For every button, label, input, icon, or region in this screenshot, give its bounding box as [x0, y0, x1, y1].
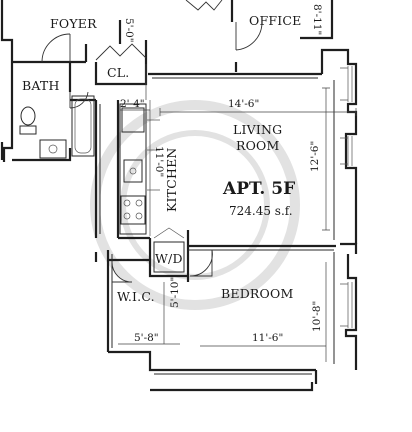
dimension-bedroom-width: 11'-6": [252, 332, 283, 344]
walls: [0, 0, 358, 392]
room-label-wic: W.I.C.: [117, 289, 155, 304]
dimension-closet-depth: 5'-0": [123, 18, 135, 43]
wall-linework: [99, 77, 335, 375]
doors: [41, 0, 263, 283]
room-label-bedroom: BEDROOM: [221, 286, 293, 301]
dimension-living-depth: 12'-6": [309, 141, 321, 172]
washer-dryer-fixture: [153, 227, 185, 273]
dimension-wic-width: 5'-8": [134, 332, 159, 344]
room-label-bath: BATH: [22, 78, 60, 93]
dimension-wic-depth: 5'-10": [169, 277, 181, 308]
unit-area: 724.45 s.f.: [229, 204, 293, 218]
room-label-closet: CL.: [107, 65, 129, 80]
dimension-office-depth: 8'-11": [311, 4, 323, 35]
room-label-kitchen: KITCHEN: [164, 147, 179, 212]
dimension-kitchen-width: 2'-4": [120, 98, 145, 110]
room-label-foyer: FOYER: [50, 16, 97, 31]
room-label-office: OFFICE: [249, 13, 301, 28]
dimension-bedroom-depth: 10'-8": [311, 301, 323, 332]
unit-name: APT. 5F: [222, 179, 295, 199]
kitchen-fixtures: [119, 100, 160, 236]
room-label-living-line1: LIVING: [233, 122, 282, 137]
room-label-washer-dryer: W/D: [155, 251, 183, 266]
dimension-kitchen-length: 11'-0": [153, 146, 165, 177]
windows: [340, 66, 353, 328]
dimension-living-width: 14'-6": [228, 98, 259, 110]
room-label-living-line2: ROOM: [236, 138, 280, 153]
dimension-lines: [118, 64, 357, 362]
bath-fixtures: [19, 95, 95, 159]
